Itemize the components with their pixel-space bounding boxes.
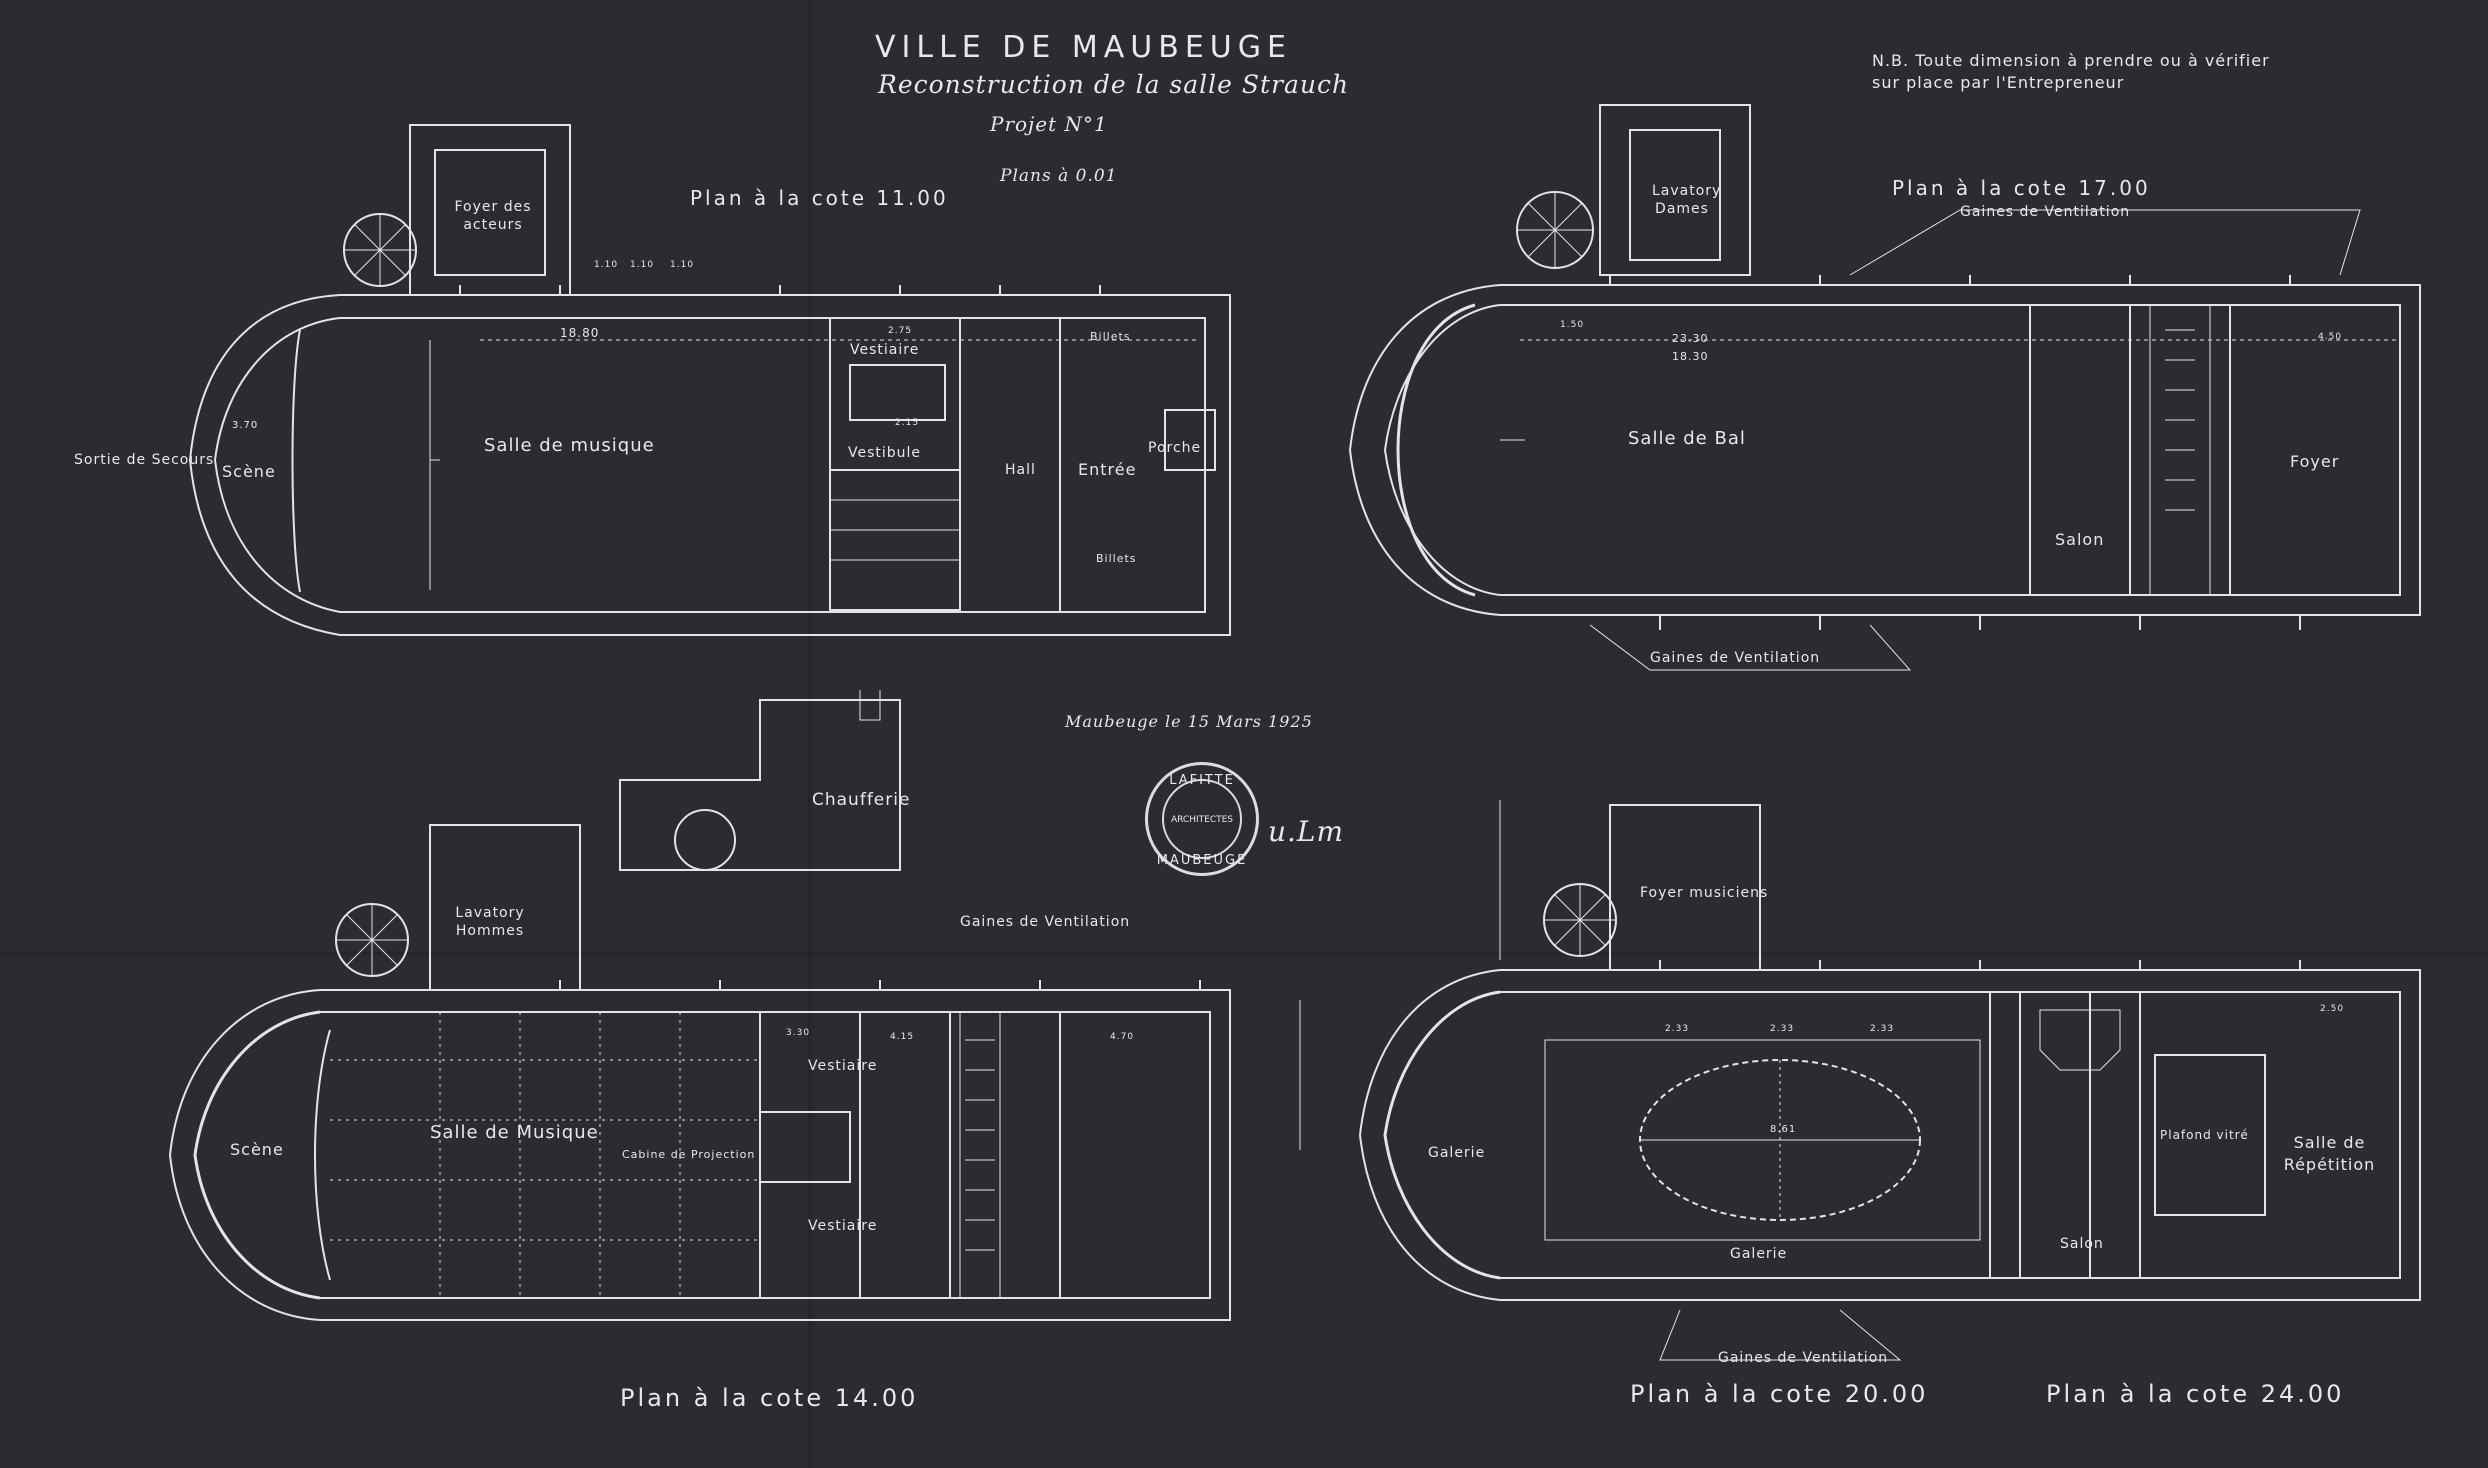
plan-1400-walls	[168, 690, 1231, 1321]
ventilation-2000: Gaines de Ventilation	[1718, 1350, 1889, 1366]
room-vestiaire-upper-1400: Vestiaire	[808, 1058, 878, 1074]
project-number: Projet N°1	[990, 112, 1108, 136]
date-line: Maubeuge le 15 Mars 1925	[1065, 712, 1313, 731]
note-line-2: sur place par l'Entrepreneur	[1872, 73, 2125, 92]
room-cabine-projection: Cabine de Projection	[622, 1148, 756, 1161]
dim-18-30: 18.30	[1672, 350, 1709, 363]
dim-3-30: 3.30	[786, 1028, 811, 1038]
room-lavatory-dames: Lavatory Dames	[1652, 183, 1722, 217]
sheet-title: VILLE DE MAUBEUGE	[875, 30, 1292, 65]
dim-2-15: 2.15	[895, 418, 920, 428]
plan-2000-2400-walls	[1299, 800, 2421, 1361]
room-foyer-acteurs: Foyer des acteurs	[454, 199, 532, 233]
room-vestibule: Vestibule	[848, 445, 922, 461]
ventilation-upper-1700: Gaines de Ventilation	[1960, 204, 2131, 220]
dim-18-80: 18.80	[560, 326, 600, 340]
dim-2-75: 2.75	[888, 326, 913, 336]
dim-2-33-a: 2.33	[1665, 1024, 1690, 1034]
stamp-bottom-text: MAUBEUGE	[1156, 853, 1248, 868]
room-billets-lower: Billets	[1096, 552, 1137, 565]
plan-2400-title: Plan à la cote 24.00	[2046, 1380, 2345, 1408]
dim-2-50: 2.50	[2320, 1004, 2345, 1014]
room-galerie-west: Galerie	[1428, 1145, 1486, 1161]
room-lavatory-hommes: Lavatory Hommes	[455, 905, 525, 939]
signature: u.Lm	[1268, 815, 1345, 848]
contractor-note: N.B. Toute dimension à prendre ou à véri…	[1872, 50, 2270, 94]
room-salle-musique-1400: Salle de Musique	[430, 1122, 599, 1143]
plan-2000-title: Plan à la cote 20.00	[1630, 1380, 1929, 1408]
room-billets-upper: Billets	[1090, 330, 1131, 343]
room-entree: Entrée	[1078, 460, 1137, 479]
dim-1-50: 1.50	[1560, 320, 1585, 330]
plan-1700-walls	[1348, 104, 2421, 671]
dim-2-33-c: 2.33	[1870, 1024, 1895, 1034]
dim-3-70: 3.70	[232, 420, 259, 431]
room-scene-1100: Scène	[222, 462, 276, 481]
dim-4-15: 4.15	[890, 1032, 915, 1042]
dim-4-50: 4.50	[2318, 332, 2343, 342]
stamp-middle-text: ARCHITECTES	[1170, 815, 1234, 825]
room-salle-repetition: Salle de Répétition	[2283, 1133, 2376, 1174]
room-galerie-south: Galerie	[1730, 1246, 1788, 1262]
room-sortie-secours: Sortie de Secours	[74, 452, 215, 468]
plan-1700-title: Plan à la cote 17.00	[1892, 176, 2151, 200]
wall-buttresses	[459, 275, 2301, 990]
room-hall: Hall	[1005, 462, 1036, 478]
dim-1-10-a: 1.10	[594, 260, 619, 270]
room-salon-2400: Salon	[2060, 1236, 2104, 1252]
scale-note: Plans à 0.01	[1000, 166, 1118, 186]
note-line-1: N.B. Toute dimension à prendre ou à véri…	[1872, 51, 2270, 70]
room-foyer-musiciens: Foyer musiciens	[1640, 885, 1769, 901]
dim-1-10-b: 1.10	[630, 260, 655, 270]
dim-1-10-c: 1.10	[670, 260, 695, 270]
plan-1100-title: Plan à la cote 11.00	[690, 186, 949, 210]
dim-2-33-b: 2.33	[1770, 1024, 1795, 1034]
plan-1400-title: Plan à la cote 14.00	[620, 1384, 919, 1412]
room-salon-1700: Salon	[2055, 530, 2105, 549]
stamp-inner-ring	[1162, 779, 1242, 859]
ventilation-1400: Gaines de Ventilation	[960, 914, 1131, 930]
ventilation-lower-1700: Gaines de Ventilation	[1650, 650, 1821, 666]
room-scene-1400: Scène	[230, 1140, 284, 1159]
stamp-top-text: LAFITTE	[1169, 773, 1235, 788]
architect-stamp: LAFITTE ARCHITECTES MAUBEUGE	[1145, 762, 1259, 876]
sheet-subtitle: Reconstruction de la salle Strauch	[878, 70, 1350, 99]
room-salle-de-bal: Salle de Bal	[1628, 428, 1746, 449]
room-salle-musique-1100: Salle de musique	[484, 435, 655, 456]
room-porche: Porche	[1148, 440, 1202, 456]
dim-23-30: 23.30	[1672, 332, 1709, 345]
room-vestiaire-1100: Vestiaire	[850, 342, 920, 358]
plan-1100-walls	[188, 124, 1231, 636]
dim-8-61: 8.61	[1770, 1124, 1797, 1135]
room-chaufferie: Chaufferie	[812, 790, 911, 810]
room-foyer: Foyer	[2290, 452, 2340, 471]
room-vestiaire-lower-1400: Vestiaire	[808, 1218, 878, 1234]
dim-4-70: 4.70	[1110, 1032, 1135, 1042]
room-plafond-vitre: Plafond vitré	[2160, 1128, 2249, 1142]
